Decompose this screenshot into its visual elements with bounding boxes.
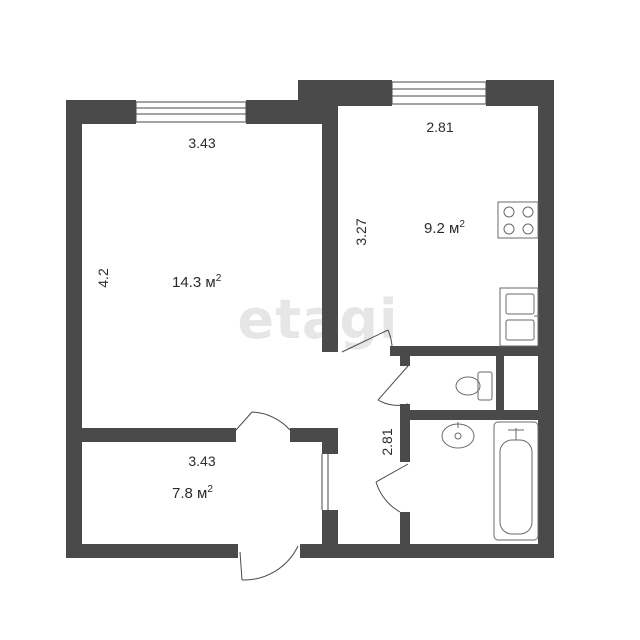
- door-living: [235, 411, 291, 431]
- kitchen-sink: [499, 287, 540, 347]
- kitchen-width-label: 2.81: [426, 119, 453, 135]
- window-kitchen: [391, 81, 487, 105]
- wall-wc-left: [400, 346, 410, 366]
- door-kitchen: [341, 329, 393, 355]
- door-wc: [377, 365, 409, 406]
- walls: [66, 80, 554, 558]
- hall-width-label: 3.43: [188, 453, 215, 469]
- wall-wc-left-2: [400, 404, 410, 462]
- stove: [497, 201, 539, 239]
- door-entrance: [239, 545, 299, 581]
- wall-right-top: [298, 80, 392, 106]
- wall-living-hall: [66, 428, 236, 442]
- wall-kitchen-bottom: [390, 346, 554, 356]
- kitchen-height-label: 3.27: [353, 218, 369, 245]
- wall-living-kitchen: [322, 106, 338, 352]
- wall-living-hall-2: [290, 428, 322, 442]
- wall-right-outer: [538, 80, 554, 558]
- bathroom-sink: [441, 422, 475, 449]
- toilet: [455, 371, 493, 401]
- kitchen-area-label: 9.2 м2: [424, 219, 465, 237]
- wall-hall-corridor-2: [322, 510, 338, 558]
- wall-hall-corridor: [322, 428, 338, 454]
- living-height-label: 4.2: [95, 268, 111, 288]
- wall-wc-bath: [400, 410, 554, 420]
- wall-wc-shaft: [496, 346, 504, 420]
- door-bath: [375, 463, 409, 513]
- bathtub: [493, 421, 539, 541]
- living-width-label: 3.43: [188, 135, 215, 151]
- windows: [135, 81, 487, 123]
- corridor-length-label: 2.81: [379, 428, 395, 455]
- living-area-label: 14.3 м2: [172, 273, 222, 291]
- hall-area-label: 7.8 м2: [172, 484, 213, 502]
- wall-left-outer: [66, 100, 82, 558]
- wall-bath-left: [400, 512, 410, 558]
- doors: [235, 329, 409, 581]
- watermark: etagi: [237, 288, 398, 351]
- wall-bottom-right: [300, 544, 554, 558]
- wall-bottom-left: [66, 544, 238, 558]
- window-living: [135, 101, 247, 123]
